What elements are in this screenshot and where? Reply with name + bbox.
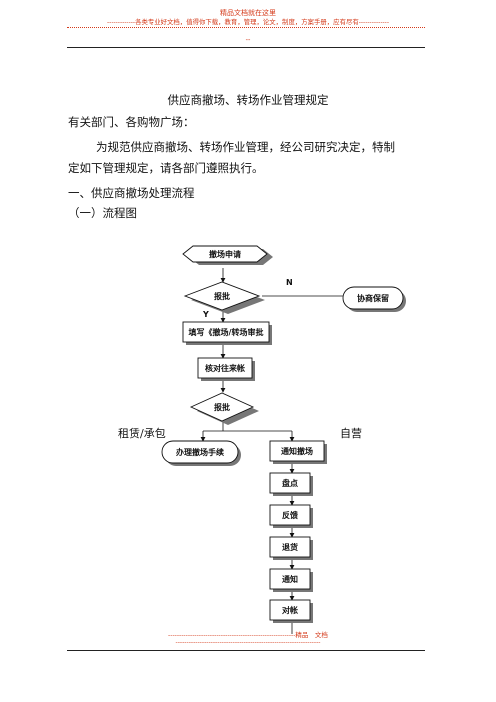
- flow-verify-label: 核对往来帐: [205, 363, 245, 373]
- flow-decision-2: 报批: [189, 392, 259, 425]
- flow-right-step-4: 退货: [269, 536, 313, 560]
- flow-decision-2-label: 报批: [214, 402, 230, 412]
- flow-right-step-4-label: 退货: [282, 542, 298, 552]
- flow-decision-1: 报批: [183, 281, 265, 314]
- flow-right-step-3-label: 反馈: [282, 510, 298, 520]
- flow-right-step-5-label: 通知: [282, 574, 298, 584]
- flow-fill-form-label: 填写《撤场/转场审批: [189, 327, 264, 337]
- flow-right-step-5: 通知: [269, 568, 313, 592]
- flow-negotiate-node: 协商保留: [342, 286, 406, 312]
- header-line-2: -------------各类专业好文档，值得你下载，教育，管理，论文，制度，方…: [107, 18, 389, 26]
- footer-rule: [67, 650, 425, 651]
- section-heading-1: 一、供应商撤场处理流程: [68, 186, 195, 200]
- branch-label-self-operated: 自营: [340, 427, 362, 440]
- flow-start-label: 撤场申请: [209, 249, 241, 259]
- flow-right-step-6: 对帐: [269, 599, 313, 623]
- footer-line-2: ----------------------------------------…: [175, 638, 321, 646]
- header-line-3: --: [245, 36, 251, 44]
- flow-right-step-2-label: 盘点: [282, 478, 298, 488]
- flow-verify-node: 核对往来帐: [197, 357, 255, 381]
- flow-right-step-6-label: 对帐: [282, 605, 298, 615]
- subsection-heading-1: （一）流程图: [68, 206, 137, 220]
- branch-label-lease: 租赁/承包: [118, 427, 166, 440]
- flow-left-branch-label: 办理撤场手续: [176, 447, 224, 457]
- flow-decision-1-label: 报批: [214, 291, 230, 301]
- flow-fill-form-node: 填写《撤场/转场审批: [182, 321, 272, 345]
- flow-left-branch-node: 办理撤场手续: [161, 440, 241, 466]
- flow-negotiate-label: 协商保留: [357, 293, 389, 303]
- flow-right-step-2: 盘点: [269, 472, 313, 496]
- intro-line-1: 为规范供应商撤场、转场作业管理，经公司研究决定，特制: [96, 140, 395, 154]
- flow-no-label: N: [286, 278, 293, 287]
- flow-right-step-1-label: 通知撤场: [281, 446, 313, 456]
- header-rule: [67, 47, 425, 48]
- header-dotted-rule: [67, 27, 425, 28]
- flow-right-step-3: 反馈: [269, 504, 313, 528]
- intro-line-2: 定如下管理规定，请各部门遵照执行。: [68, 161, 264, 175]
- flowchart-connectors: [200, 268, 343, 634]
- footer-line-1: ----------------------------------------…: [168, 631, 328, 639]
- flow-yes-label: Y: [202, 310, 209, 319]
- header-line-1: 精品文档就在这里: [220, 9, 276, 17]
- flow-right-step-1: 通知撤场: [269, 440, 327, 464]
- flow-start-node: 撤场申请: [182, 245, 273, 265]
- recipients-line: 有关部门、各购物广场：: [68, 115, 195, 129]
- document-title: 供应商撤场、转场作业管理规定: [167, 93, 329, 107]
